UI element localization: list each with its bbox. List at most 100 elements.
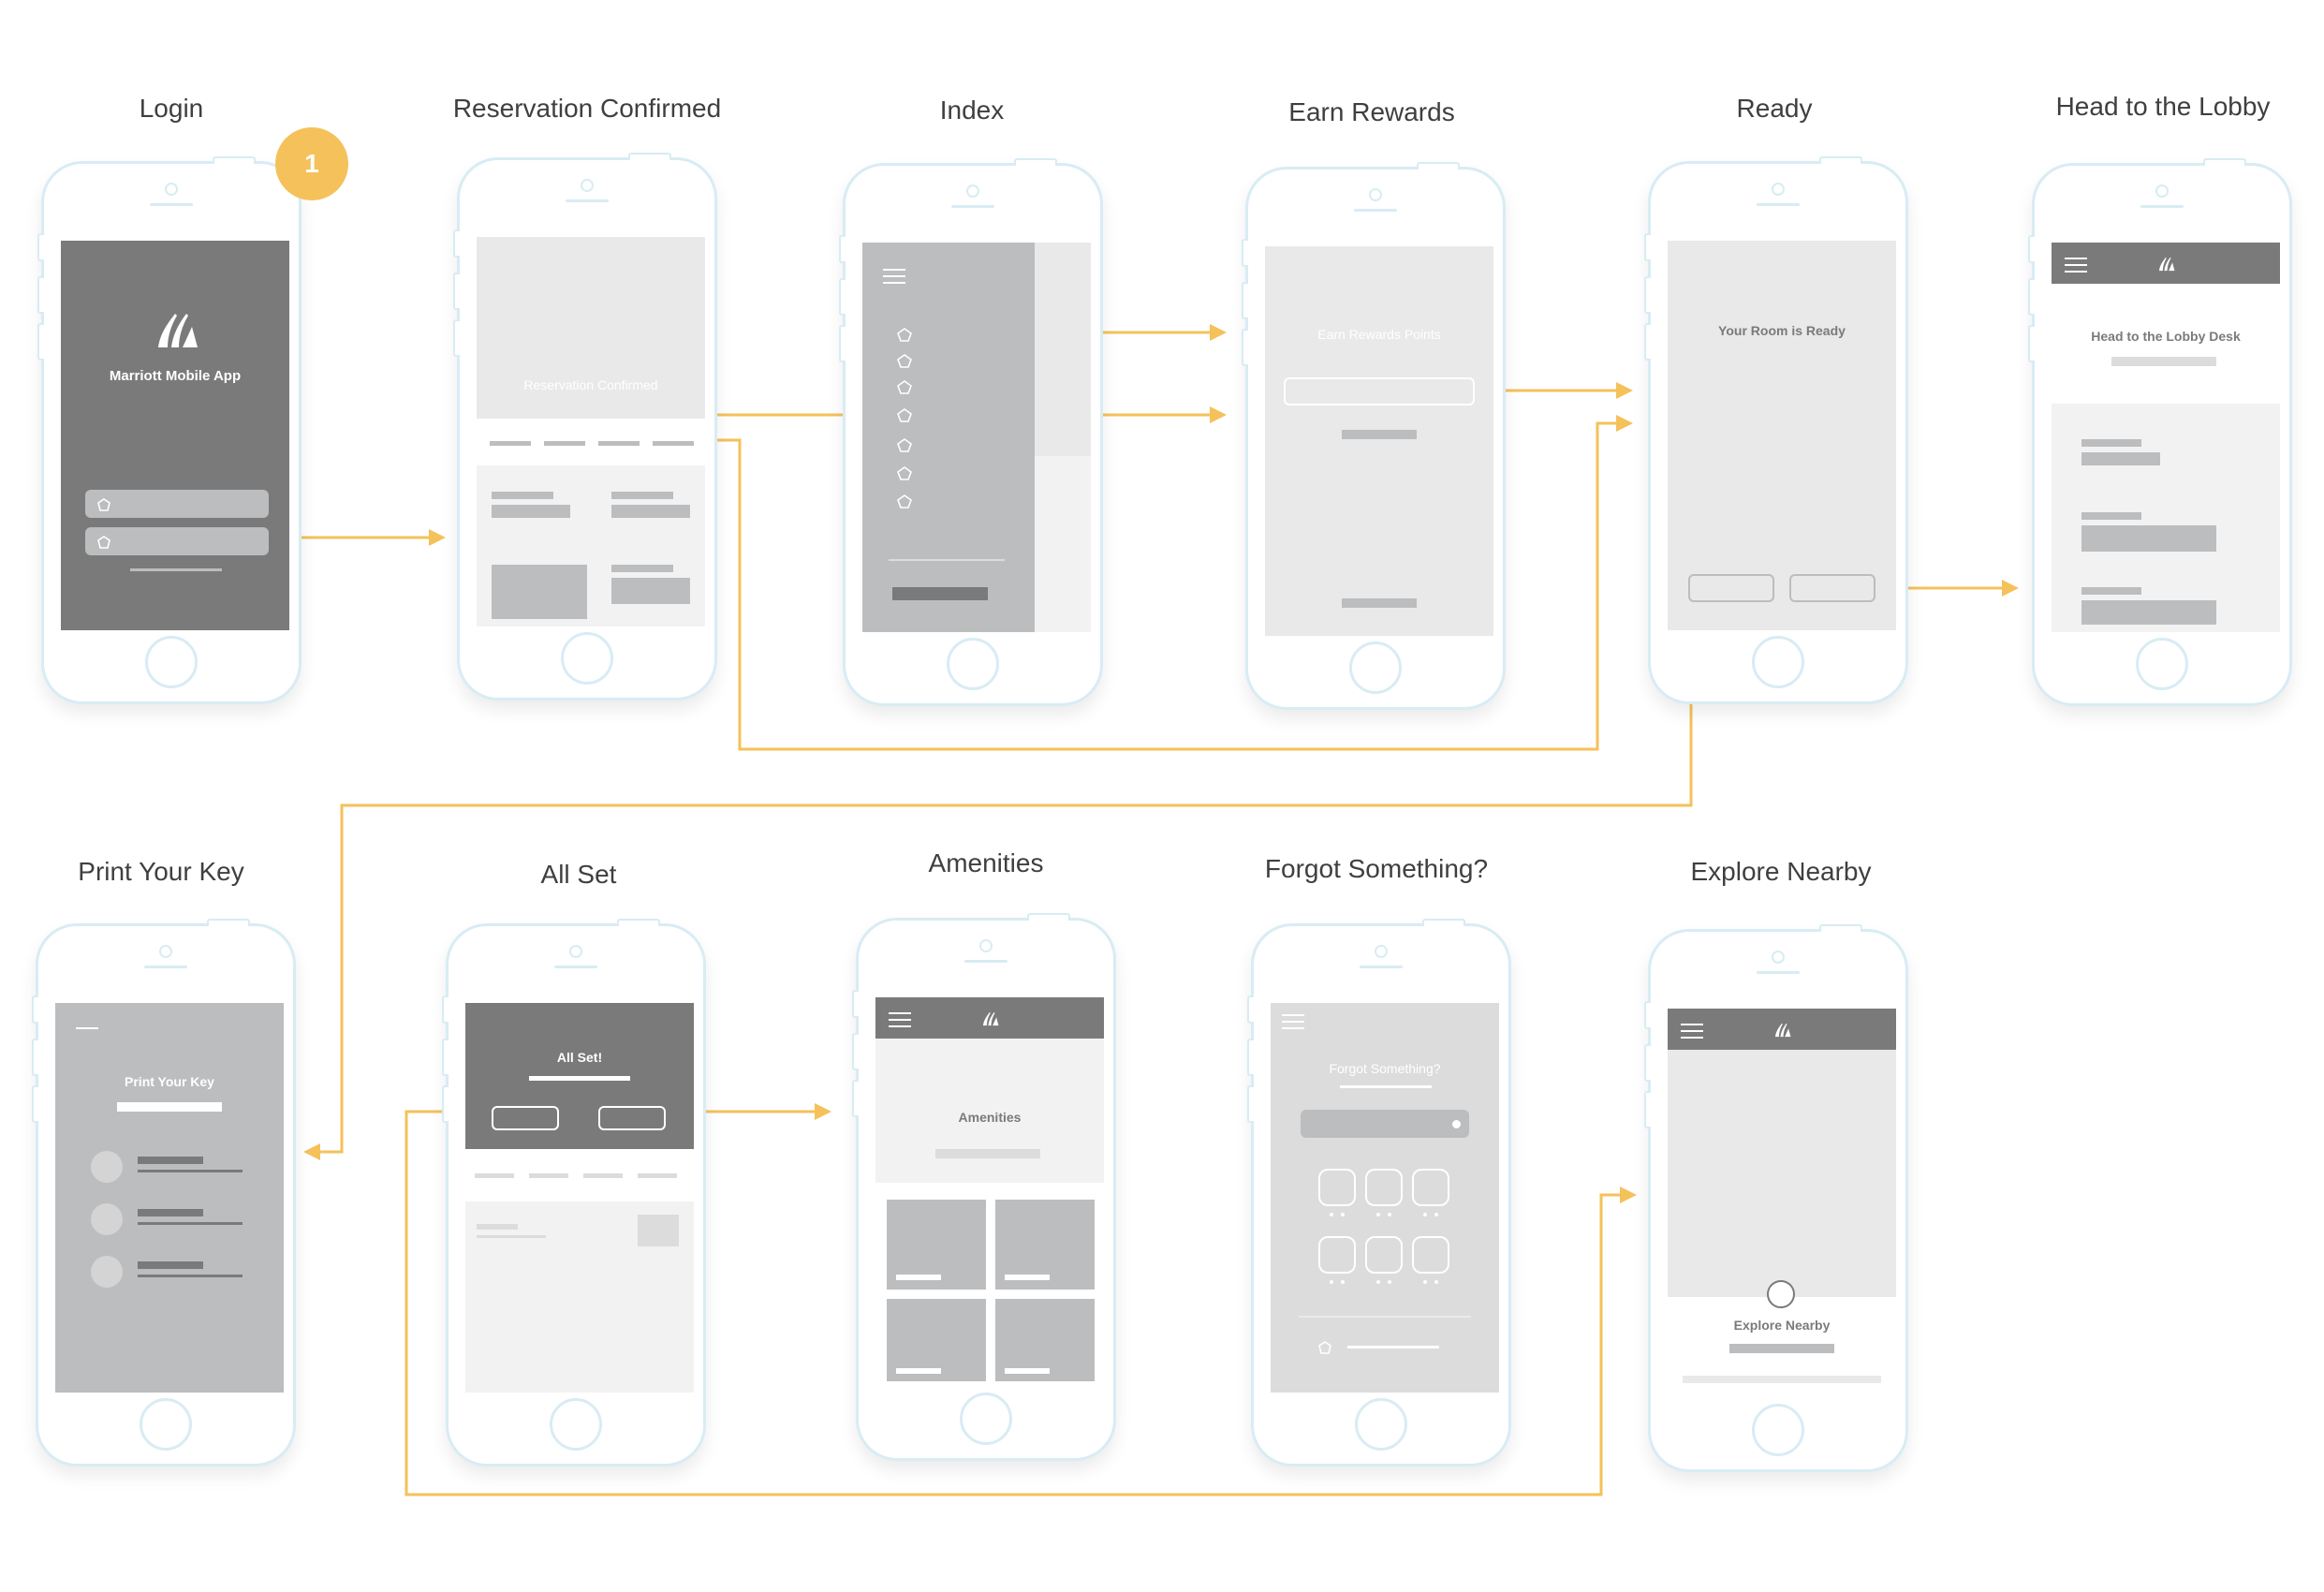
arrowhead (1616, 382, 1633, 399)
ready-button-right[interactable] (1789, 574, 1875, 602)
home-button[interactable] (561, 632, 613, 685)
amenity-tile[interactable] (995, 1299, 1095, 1381)
logo-icon (1774, 1023, 1791, 1038)
screen-printkey: Print Your Key (55, 1003, 284, 1393)
screen-forgot: Forgot Something? (1271, 1003, 1499, 1393)
hamburger-icon[interactable] (1282, 1014, 1304, 1029)
allset-heading: All Set! (556, 1050, 603, 1065)
pentagon-icon (91, 1203, 123, 1235)
side-menu (862, 243, 1035, 632)
screen-title-index: Index (939, 96, 1005, 125)
pentagon-icon (91, 1256, 123, 1288)
screen-allset: All Set! (465, 1003, 694, 1393)
printkey-heading: Print Your Key (125, 1074, 214, 1089)
rewards-input[interactable] (1284, 377, 1475, 405)
logo-icon (982, 1011, 999, 1026)
screen-title-allset: All Set (540, 860, 617, 889)
home-button[interactable] (947, 638, 999, 690)
ready-heading: Your Room is Ready (1718, 323, 1846, 338)
amenities-header (875, 1039, 1104, 1183)
lobby-heading: Head to the Lobby Desk (2091, 329, 2241, 344)
phone-ready: Your Room is Ready (1644, 156, 1908, 704)
tab[interactable] (653, 441, 694, 446)
nav-bar (2052, 243, 2280, 284)
home-button[interactable] (140, 1398, 192, 1451)
tab[interactable] (638, 1173, 677, 1178)
pentagon-icon (91, 1151, 123, 1183)
arrowhead (815, 1103, 831, 1120)
forgot-input[interactable] (1301, 1110, 1469, 1138)
phone-explore: Explore Nearby (1644, 924, 1908, 1472)
tab[interactable] (529, 1173, 568, 1178)
home-button[interactable] (550, 1398, 602, 1451)
screen-lobby: Head to the Lobby Desk (2052, 243, 2280, 632)
screen-title-reservation: Reservation Confirmed (452, 94, 722, 123)
phone-printkey: Print Your Key (32, 919, 296, 1467)
screen-rewards: Earn Rewards Points (1265, 246, 1493, 636)
tab[interactable] (490, 441, 531, 446)
home-button[interactable] (1349, 641, 1402, 694)
arrowhead (1616, 415, 1633, 432)
phone-login: Marriott Mobile App (37, 156, 302, 704)
connector-reservation-to-ready (674, 421, 1618, 751)
menu-icons (897, 328, 912, 509)
screen-amenities: Amenities (875, 997, 1104, 1387)
screen-login: Marriott Mobile App (61, 241, 289, 630)
pentagon-icon (97, 498, 110, 511)
screen-title-rewards: Earn Rewards (1288, 97, 1455, 126)
phone-amenities: Amenities (852, 913, 1116, 1461)
screen-index (862, 243, 1091, 632)
allset-button-left[interactable] (492, 1106, 559, 1130)
ready-button-left[interactable] (1688, 574, 1774, 602)
login-link-line[interactable] (130, 568, 222, 571)
home-button[interactable] (2136, 638, 2188, 690)
screen-title-printkey: Print Your Key (78, 857, 244, 886)
close-icon[interactable] (76, 1027, 98, 1029)
arrowhead (1210, 324, 1227, 341)
tab[interactable] (475, 1173, 514, 1178)
menu-footer-button[interactable] (892, 587, 988, 600)
login-option-1[interactable] (85, 490, 269, 518)
tab[interactable] (583, 1173, 623, 1178)
login-option-2[interactable] (85, 527, 269, 555)
screen-ready: Your Room is Ready (1668, 241, 1896, 630)
arrowhead (1210, 406, 1227, 423)
forgot-heading: Forgot Something? (1329, 1061, 1441, 1076)
screen-title-forgot: Forgot Something? (1264, 854, 1489, 883)
screen-title-explore: Explore Nearby (1690, 857, 1872, 886)
logo-icon (158, 314, 198, 347)
home-button[interactable] (1355, 1398, 1407, 1451)
arrowhead (1620, 1187, 1637, 1203)
rewards-heading: Earn Rewards Points (1317, 327, 1441, 342)
amenities-heading: Amenities (958, 1110, 1022, 1125)
app-name: Marriott Mobile App (109, 368, 242, 384)
allset-button-right[interactable] (598, 1106, 666, 1130)
connector-allset-to-explore (404, 1110, 1622, 1496)
rewards-link[interactable] (1342, 598, 1417, 608)
tab[interactable] (544, 441, 585, 446)
arrowhead (429, 529, 446, 546)
phone-rewards: Earn Rewards Points (1242, 162, 1506, 710)
pentagon-icon (1318, 1341, 1331, 1354)
screen-title-login: Login (139, 94, 204, 123)
arrowhead (2002, 580, 2019, 597)
screen-reservation: Reservation Confirmed (477, 237, 705, 626)
option-icons (1318, 1169, 1449, 1284)
hamburger-icon[interactable] (2065, 258, 2087, 273)
connector-ready-to-printkey (318, 588, 1693, 1154)
hamburger-icon[interactable] (1681, 1024, 1703, 1039)
explore-heading: Explore Nearby (1733, 1318, 1831, 1333)
home-button[interactable] (1752, 636, 1804, 688)
hamburger-icon[interactable] (883, 269, 905, 284)
map-area[interactable] (1668, 1050, 1896, 1297)
home-button[interactable] (145, 636, 198, 688)
screen-title-amenities: Amenities (928, 848, 1044, 877)
amenity-tile[interactable] (887, 1299, 986, 1381)
location-pin[interactable] (1767, 1280, 1795, 1308)
tab[interactable] (598, 441, 640, 446)
home-button[interactable] (1752, 1404, 1804, 1456)
hamburger-icon[interactable] (889, 1012, 911, 1027)
nav-bar (875, 997, 1104, 1039)
home-button[interactable] (960, 1393, 1012, 1445)
